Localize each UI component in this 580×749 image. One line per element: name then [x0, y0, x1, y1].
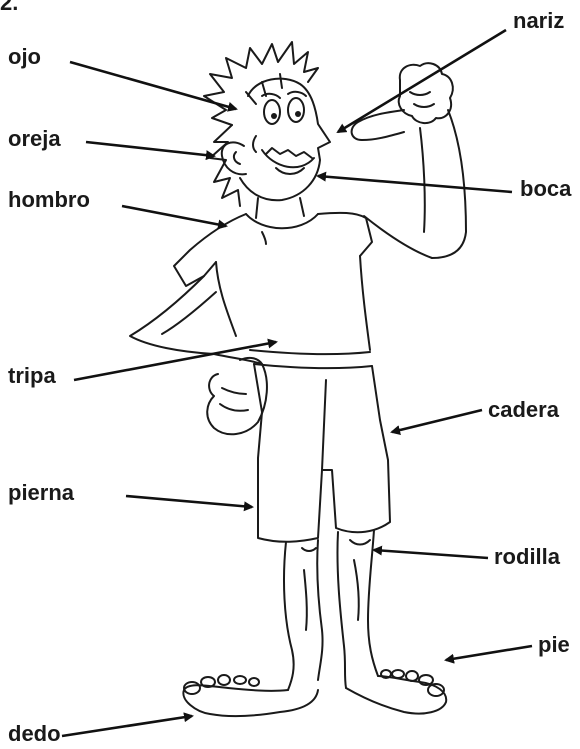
label-cadera: cadera	[488, 399, 559, 421]
label-arrows	[62, 30, 532, 736]
arrow-pierna	[126, 496, 252, 507]
figure-hair	[204, 42, 318, 206]
exercise-number: 2.	[0, 0, 18, 14]
arrow-oreja	[86, 142, 214, 156]
arrow-nariz	[338, 30, 506, 132]
arrow-hombro	[122, 206, 226, 226]
figure-legs	[284, 530, 378, 690]
figure-shorts	[254, 364, 390, 542]
label-dedo: dedo	[8, 723, 61, 745]
figure-feet	[183, 670, 446, 716]
label-tripa: tripa	[8, 365, 56, 387]
label-hombro: hombro	[8, 189, 90, 211]
figure-hip-arm	[130, 276, 267, 434]
label-rodilla: rodilla	[494, 546, 560, 568]
arrow-pie	[446, 646, 532, 660]
label-nariz: nariz	[513, 10, 564, 32]
label-boca: boca	[520, 178, 571, 200]
arrow-cadera	[392, 410, 482, 432]
figure-head	[222, 79, 330, 201]
arrow-ojo	[70, 62, 236, 109]
label-pierna: pierna	[8, 482, 74, 504]
arrow-rodilla	[374, 550, 488, 558]
label-oreja: oreja	[8, 128, 61, 150]
arrow-dedo	[62, 716, 192, 736]
arrow-boca	[318, 176, 512, 192]
label-ojo: ojo	[8, 46, 41, 68]
label-pie: pie	[538, 634, 570, 656]
